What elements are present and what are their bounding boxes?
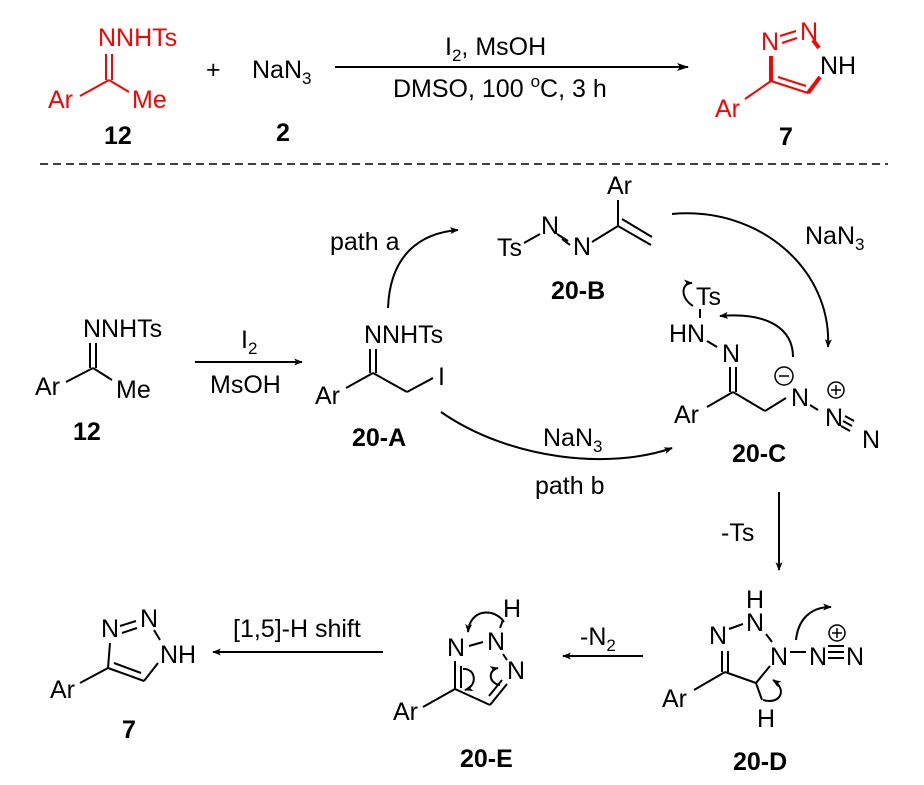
intermediate-20-D: H N N N N N Ar H 20-D — [662, 586, 864, 776]
me-group: Me — [116, 376, 151, 404]
ar-group: Ar — [315, 382, 340, 410]
compound-12: NNHTs Ar Me 12 — [35, 315, 162, 446]
diazonium-n2: N — [846, 643, 864, 671]
h-bottom: H — [757, 705, 775, 733]
intermediate-20-E: H N N N Ar 20-E — [393, 595, 525, 773]
triazole-nh: NH — [820, 52, 856, 80]
ring-n-right: N — [507, 657, 525, 685]
reagent-iodine: I2 — [241, 326, 257, 358]
ar-group: Ar — [393, 698, 418, 726]
ring-n-left: N — [447, 634, 465, 662]
diazonium-n1: N — [809, 643, 827, 671]
h-top: H — [746, 586, 764, 614]
triazole-n1: N — [761, 28, 779, 56]
intermediate-20-B: Ts N N Ar 20-B — [497, 172, 653, 305]
ar-group: Ar — [50, 676, 75, 704]
reagent-msoh: MsOH — [210, 371, 281, 399]
label-minus-ts: -Ts — [721, 519, 754, 547]
compound-7-product-red: N N NH Ar 7 — [715, 18, 856, 151]
compound-label-20-E: 20-E — [460, 745, 513, 773]
azide-n-beta: N — [825, 404, 843, 432]
ar-group: Ar — [662, 685, 687, 713]
ring-n-imine: N — [709, 622, 727, 650]
arrow-path-b — [440, 411, 673, 461]
label-minus-n2: -N2 — [580, 623, 616, 655]
label-h-shift: [1,5]-H shift — [233, 615, 361, 643]
imine-n: N — [722, 340, 740, 368]
compound-label-20-B: 20-B — [551, 277, 605, 305]
svg-text:NaN3: NaN3 — [252, 56, 311, 88]
plus-sign: + — [206, 56, 221, 84]
nan3-subscript: 3 — [302, 69, 311, 88]
h-atom: H — [503, 595, 521, 623]
ring-n-substituted: N — [770, 643, 788, 671]
curved-arrow-h-shift — [465, 611, 505, 633]
curved-arrow-n2-loss — [795, 603, 832, 641]
hn-group: HN — [669, 320, 705, 348]
nan3-text: NaN — [252, 56, 302, 84]
compound-2-sodium-azide: NaN3 2 — [252, 56, 311, 147]
compound-label-20-D: 20-D — [733, 748, 787, 776]
compound-label-12: 12 — [73, 418, 101, 446]
curved-arrow-deprotonation — [762, 679, 782, 702]
ts-group: Ts — [497, 234, 522, 262]
compound-label-7: 7 — [779, 123, 793, 151]
intermediate-20-C: Ts HN N Ar N N N 20-C — [669, 279, 880, 468]
azo-n2: N — [573, 233, 591, 261]
ring-n-top: N — [487, 628, 505, 656]
ts-group: Ts — [696, 283, 721, 311]
compound-12-red: NNHTs Ar Me 12 — [48, 24, 177, 150]
reagent-nan3-bottom: NaN3 — [543, 424, 602, 456]
ar-group: Ar — [48, 86, 73, 114]
arrow-azide-addition — [671, 212, 832, 348]
intermediate-20-A: NNHTs I Ar 20-A — [315, 321, 445, 452]
triazole-n1: N — [101, 615, 119, 643]
compound-label-7: 7 — [122, 716, 136, 744]
reagent-nan3-top: NaN3 — [805, 222, 864, 254]
nnhts-group: NNHTs — [83, 315, 162, 343]
compound-7-final: N N NH Ar 7 — [50, 605, 196, 744]
arrow-path-a — [387, 227, 459, 309]
curved-arrow-ts — [682, 279, 694, 307]
nnhts-group: NNHTs — [364, 321, 443, 349]
compound-label-20-A: 20-A — [352, 424, 406, 452]
conditions-reagents: I2, MsOH — [445, 33, 546, 65]
me-group: Me — [132, 86, 167, 114]
curved-arrow-ring-1 — [462, 667, 475, 692]
label-path-a: path a — [330, 228, 400, 256]
ring-nh: N — [746, 609, 764, 637]
azide-n-gamma: N — [862, 426, 880, 454]
triazole-n2: N — [800, 18, 818, 46]
conditions-solvent-temp-time: DMSO, 100 oC, 3 h — [393, 72, 607, 103]
ar-group: Ar — [35, 373, 60, 401]
compound-label-12: 12 — [104, 122, 132, 150]
triazole-n2: N — [140, 605, 158, 633]
ar-group: Ar — [674, 401, 699, 429]
nnhts-group: NNHTs — [98, 24, 177, 52]
triazole-nh: NH — [160, 641, 196, 669]
curved-arrow-n-attack — [719, 311, 794, 358]
curved-arrow-ring-2 — [489, 666, 501, 686]
iodo-group: I — [438, 363, 445, 391]
ar-group: Ar — [715, 95, 740, 123]
label-path-b: path b — [535, 472, 605, 500]
azide-n-alpha: N — [791, 384, 809, 412]
compound-label-2: 2 — [276, 119, 290, 147]
azo-n1: N — [541, 212, 559, 240]
compound-label-20-C: 20-C — [732, 440, 786, 468]
ar-group: Ar — [607, 172, 632, 200]
